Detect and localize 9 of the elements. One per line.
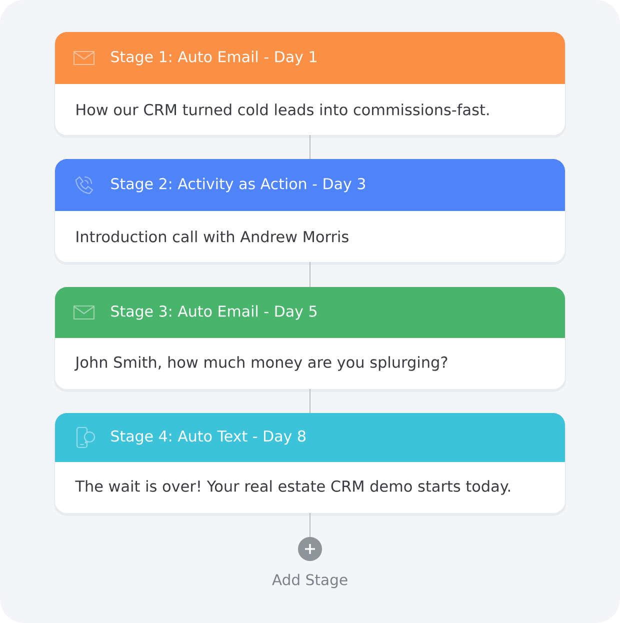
message-text: The wait is over! Your real estate CRM demo starts today. <box>75 480 510 495</box>
stage-header: Stage 4: Auto Text - Day 8 <box>55 413 565 462</box>
message-text: John Smith, how much money are you splurging? <box>74 356 448 371</box>
stage-header: Stage 3: Auto Email - Day 5 <box>55 287 565 338</box>
button-label: Add Stage <box>272 574 348 588</box>
stage-header: Stage 1: Auto Email - Day 1 <box>55 32 565 84</box>
message-text: Introduction call with Andrew Morris <box>76 230 348 242</box>
stage-header: Stage 2: Activity as Action - Day 3 <box>55 159 565 211</box>
message-text: How our CRM turned cold leads into commissions-fast. <box>76 104 489 116</box>
